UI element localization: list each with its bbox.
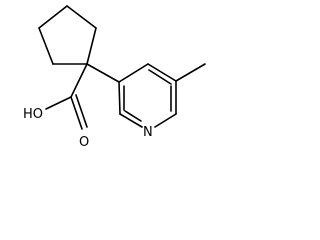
pyridine-ring: N	[118, 63, 177, 140]
pyridine-inner-double-bond-3	[124, 110, 142, 122]
hydroxyl-label: HO	[23, 107, 43, 122]
cyclopentane-ring	[38, 5, 97, 65]
cyclopentane-bond-2	[38, 27, 54, 65]
methyl-group-bond	[175, 63, 206, 82]
carbonyl-double-bond-inner	[75, 94, 88, 128]
cyclopentane-bond-4	[66, 5, 97, 29]
cyclopentane-bond-5	[86, 27, 97, 65]
pyridine-inner-double-bond-1	[148, 69, 172, 85]
pyridine-bond-n-c2	[119, 113, 143, 128]
carbonyl-double-bond-outer	[70, 96, 83, 130]
quaternary-carbon-to-carboxyl-bond	[70, 63, 88, 98]
pyridine-bond-c6-n	[154, 113, 177, 128]
molecule-structure-diagram: HO O N	[23, 5, 206, 150]
carbon-hydroxyl-bond	[45, 96, 72, 110]
pyridine-bond-c4-c5	[147, 63, 177, 82]
pyridine-bond-c3-c4	[118, 63, 149, 83]
carbonyl-oxygen-label: O	[79, 135, 89, 150]
carboxylic-acid-group: HO O	[23, 63, 89, 150]
cyclopentane-bond-3	[38, 5, 68, 29]
pyridine-nitrogen-label: N	[143, 125, 153, 140]
quaternary-carbon-to-pyridine-bond	[86, 63, 120, 83]
pyridine-bond-c2-c3	[118, 81, 121, 115]
